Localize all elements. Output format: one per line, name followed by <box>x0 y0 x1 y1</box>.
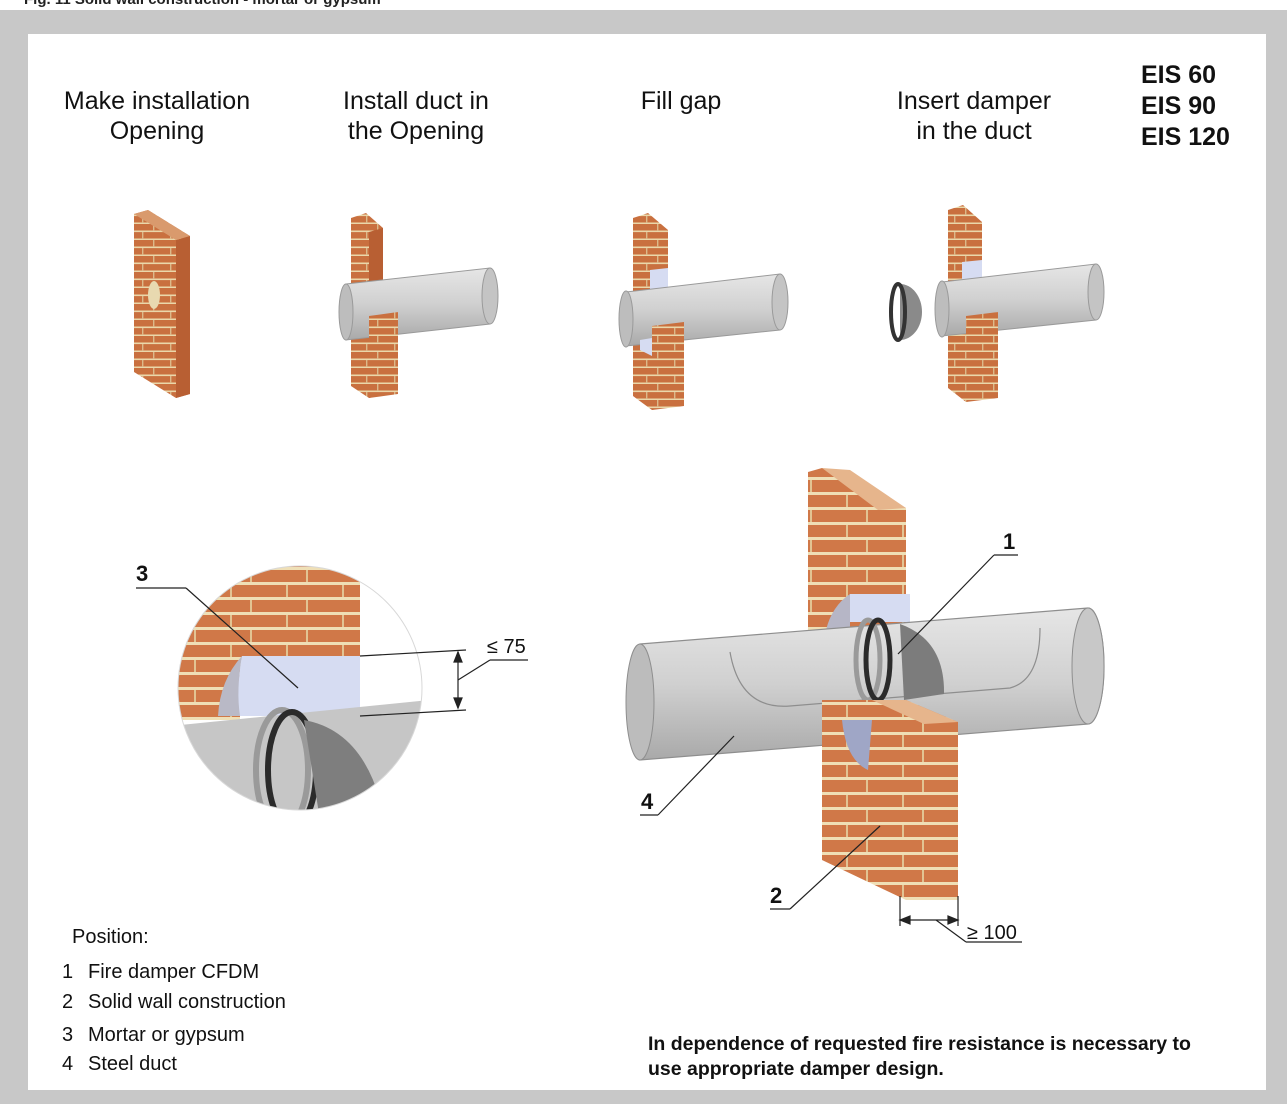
step-4-line1: Insert damper <box>896 87 1052 115</box>
step-3-title: Fill gap <box>600 86 762 116</box>
legend-item-number: 2 <box>62 991 74 1013</box>
legend-item-number: 4 <box>62 1053 74 1075</box>
step-2-line2: the Opening <box>347 117 485 145</box>
legend-item: 3 Mortar or gypsum <box>62 1024 245 1047</box>
note-line-2: use appropriate damper design. <box>648 1058 944 1080</box>
legend-item: 4 Steel duct <box>62 1053 177 1076</box>
note-line-1: In dependence of requested fire resistan… <box>648 1033 1191 1055</box>
class-eis-90: EIS 90 <box>1141 92 1217 120</box>
step-4-line2: in the duct <box>916 117 1032 145</box>
callout-1: 1 <box>1003 529 1016 554</box>
step-3-line1: Fill gap <box>640 87 722 115</box>
step-1-line1: Make installation <box>63 87 251 115</box>
wall-thickness-label: ≥ 100 <box>967 922 1017 944</box>
leader-lines <box>136 554 1018 910</box>
legend-item-label: Solid wall construction <box>88 991 286 1013</box>
step-2-duct-in-wall-icon <box>338 213 499 398</box>
step-1-title: Make installation Opening <box>52 86 262 146</box>
callout-2: 2 <box>770 883 783 908</box>
legend-item-number: 3 <box>62 1024 74 1046</box>
gap-dimension-label: ≤ 75 <box>487 636 526 658</box>
class-eis-120: EIS 120 <box>1141 123 1230 151</box>
zoom-detail <box>177 565 423 811</box>
step-3-fill-gap-icon <box>618 213 789 410</box>
step-1-line2: Opening <box>109 117 205 145</box>
legend-item-label: Fire damper CFDM <box>88 961 260 983</box>
fire-resistance-classes: EIS 60 EIS 90 EIS 120 <box>1141 60 1230 153</box>
step-2-line1: Install duct in <box>343 87 489 115</box>
figure-panel <box>28 34 1266 1090</box>
gap-dimension <box>359 649 528 717</box>
legend-item: 1 Fire damper CFDM <box>62 961 259 984</box>
step-2-title: Install duct in the Opening <box>316 86 516 146</box>
legend-item: 2 Solid wall construction <box>62 991 286 1014</box>
figure-caption: Fig. 11 Solid wall construction - mortar… <box>24 0 381 8</box>
legend-title: Position: <box>72 926 149 948</box>
callout-3: 3 <box>136 561 149 586</box>
legend-item-label: Steel duct <box>88 1053 177 1075</box>
callout-4: 4 <box>641 789 654 814</box>
class-eis-60: EIS 60 <box>1141 61 1217 89</box>
legend-item-number: 1 <box>62 961 74 983</box>
step-4-insert-damper-icon <box>889 205 1105 402</box>
fire-resistance-note: In dependence of requested fire resistan… <box>648 1032 1191 1082</box>
step-1-wall-icon <box>134 210 190 398</box>
wall-thickness-dimension <box>898 896 1022 943</box>
legend-item-label: Mortar or gypsum <box>88 1024 245 1046</box>
step-4-title: Insert damper in the duct <box>874 86 1074 146</box>
main-detail <box>625 468 1105 900</box>
